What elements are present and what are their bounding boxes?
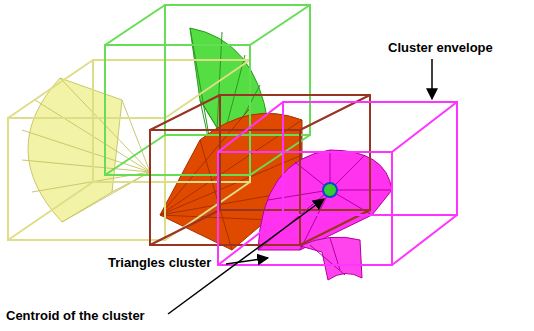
yellow-mesh [22,78,150,222]
green-envelope [105,5,310,175]
box-back [93,60,250,182]
callout-label: Triangles cluster [108,255,211,271]
mesh-edges [22,78,150,222]
box-back [283,102,457,215]
box-edges [105,5,310,175]
box-back [165,5,310,135]
leader-arrow [431,59,433,99]
box-edges [218,102,457,265]
leader-lines [168,59,432,314]
leader-arrow [226,258,268,264]
magenta-envelope [218,102,457,265]
mesh-edges [258,150,392,275]
mesh-surface [28,78,122,222]
box-front [218,152,392,265]
pipe-surface [300,237,362,280]
box-front [105,45,250,175]
box-edges [150,95,370,245]
centroid-dot [323,183,337,197]
box-front [8,118,165,240]
brown-envelope [150,95,370,245]
callout-label: Cluster envelope [388,40,493,56]
callout-label: Centroid of the cluster [6,308,145,324]
